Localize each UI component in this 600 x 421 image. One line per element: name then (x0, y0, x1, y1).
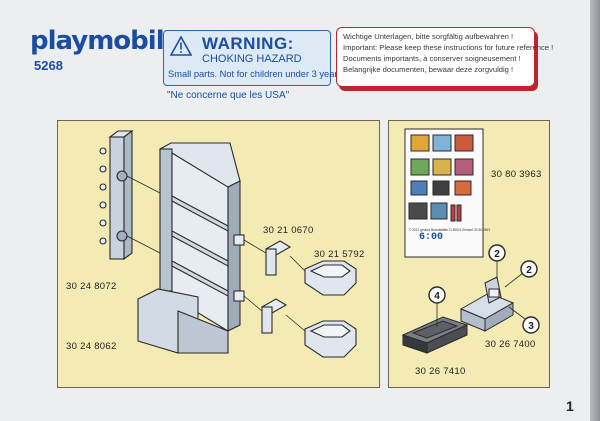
sticker-screen-text: 6:00 (419, 232, 443, 243)
notice-line-de: Wichtige Unterlagen, bitte sorgfältig au… (337, 28, 534, 42)
callout-number: 4 (434, 291, 440, 302)
instructions-notice: Wichtige Unterlagen, bitte sorgfältig au… (336, 27, 535, 87)
callout-number: 3 (528, 321, 534, 332)
brand-logo: playmobil (30, 26, 164, 56)
choking-warning-box: WARNING: CHOKING HAZARD Small parts. Not… (163, 30, 331, 86)
part-number-label: 30 21 5792 (314, 249, 365, 260)
callout-number: 2 (494, 249, 500, 260)
part-number-label: 30 80 3963 (491, 169, 542, 180)
warning-title: WARNING: (202, 34, 294, 54)
page-edge (590, 0, 600, 421)
set-number: 5268 (34, 58, 63, 73)
notice-line-fr: Documents importants, à conserver soigne… (337, 53, 534, 64)
part-number-label: 30 21 0670 (263, 225, 314, 236)
notice-line-nl: Belangrijke documenten, bewaar deze zorg… (337, 64, 534, 75)
warning-text: Small parts. Not for children under 3 ye… (168, 69, 345, 79)
callout-number: 2 (526, 265, 532, 276)
notice-line-en: Important: Please keep these instruction… (337, 42, 534, 53)
part-number-label: 30 26 7400 (485, 339, 536, 350)
part-number-label: 30 24 8072 (66, 281, 117, 292)
part-number-label: 30 26 7410 (415, 366, 466, 377)
shelf-assembly-panel: 30 21 0670 30 21 5792 30 24 8072 30 24 8… (57, 120, 380, 388)
sticker-copyright: © 2012 geobra Brandstätter D-90511 Zirnd… (409, 228, 490, 232)
page-number: 1 (566, 398, 574, 414)
usa-note: "Ne concerne que les USA" (167, 90, 289, 101)
part-number-label: 30 24 8062 (66, 341, 117, 352)
warning-triangle-icon (170, 36, 192, 56)
warning-subtitle: CHOKING HAZARD (202, 53, 302, 65)
accessories-panel: 6:00 © 2012 geobra Brandstätter D-90511 … (388, 120, 550, 388)
